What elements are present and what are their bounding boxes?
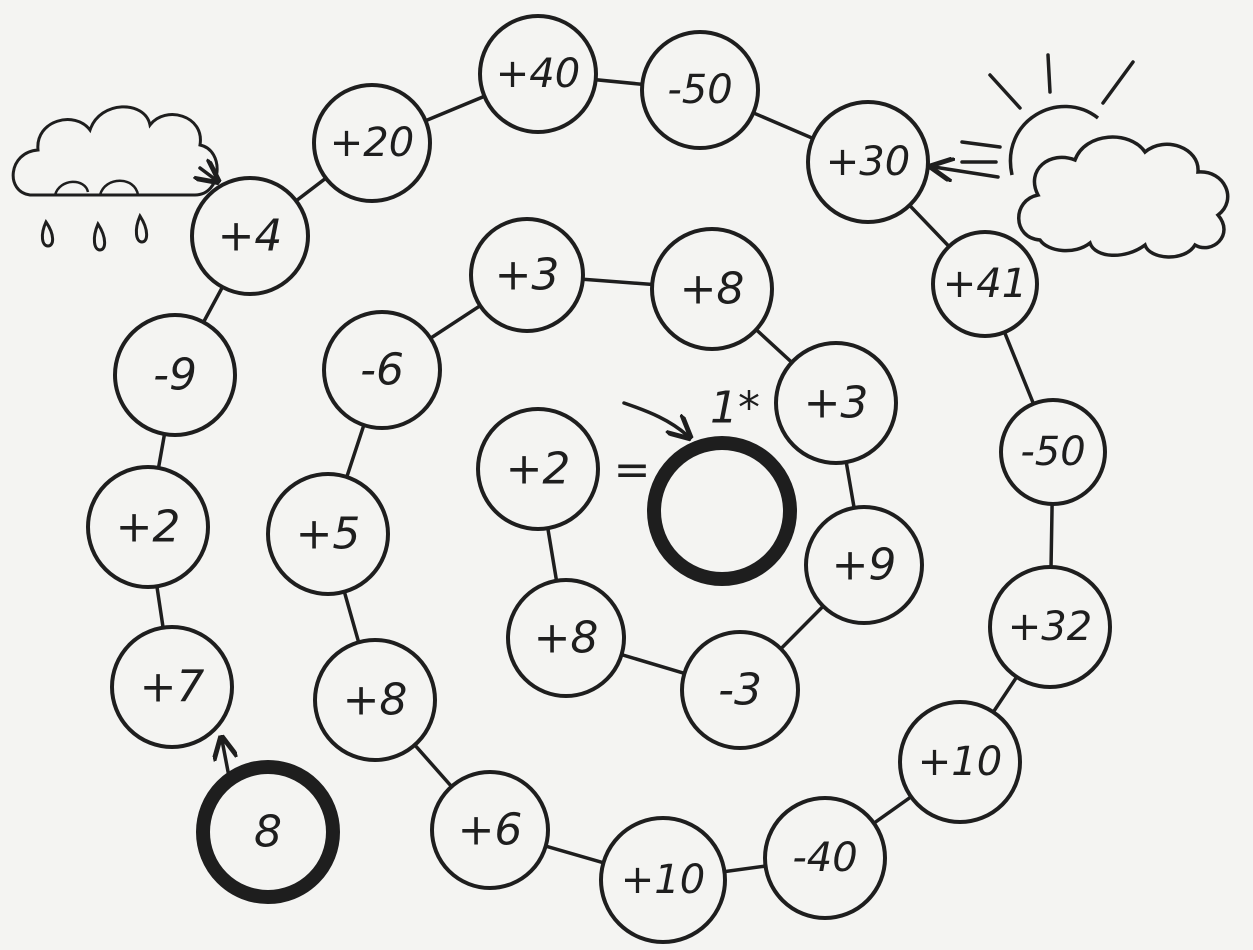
path-node: +8 bbox=[506, 578, 626, 698]
arrow-icon bbox=[622, 401, 688, 436]
path-node-label: +40 bbox=[496, 51, 580, 97]
path-node: -3 bbox=[680, 630, 800, 750]
path-node-label: +30 bbox=[826, 139, 910, 185]
path-node-label: +3 bbox=[495, 250, 560, 301]
path-node: -40 bbox=[763, 796, 887, 920]
path-node-label: +5 bbox=[296, 509, 361, 560]
path-node: +7 bbox=[110, 625, 234, 749]
path-node: +4 bbox=[190, 176, 310, 296]
path-node-label: -50 bbox=[667, 67, 732, 113]
path-node-ring bbox=[774, 341, 898, 465]
path-node-label: +20 bbox=[330, 120, 414, 166]
path-node-label: +7 bbox=[140, 662, 205, 713]
path-nodes: 8 +7 +2 -9 +4 +20 +40 -50 +30 +41 -50 +32 +10 -40 +10 +… bbox=[86, 14, 1112, 944]
path-node-label: +10 bbox=[918, 739, 1002, 785]
path-node-ring bbox=[999, 398, 1107, 506]
path-node-ring bbox=[763, 796, 887, 920]
path-node-label: +3 bbox=[804, 378, 869, 429]
task-marker: 1* bbox=[710, 383, 760, 434]
arrow-icon bbox=[200, 168, 216, 180]
path-node-ring bbox=[898, 700, 1022, 824]
path-node-ring bbox=[478, 14, 598, 134]
path-node: +30 bbox=[806, 100, 930, 224]
arrow-icon bbox=[934, 167, 1000, 177]
path-node: +6 bbox=[430, 770, 550, 890]
path-node: +20 bbox=[312, 83, 432, 203]
path-node: -50 bbox=[640, 30, 760, 150]
path-node-ring bbox=[190, 176, 310, 296]
path-node-label: +8 bbox=[343, 675, 408, 726]
path-node-label: -9 bbox=[153, 350, 197, 401]
path-node-label: +2 bbox=[116, 502, 181, 553]
path-node: +32 bbox=[988, 565, 1112, 689]
path-node: -6 bbox=[322, 310, 442, 430]
path-node: +10 bbox=[599, 816, 727, 944]
raindrop-icon bbox=[92, 220, 107, 252]
path-node: +3 bbox=[469, 217, 585, 333]
path-node-ring bbox=[931, 230, 1039, 338]
path-node-ring bbox=[640, 30, 760, 150]
path-node-label: +4 bbox=[218, 211, 283, 262]
path-node-ring bbox=[313, 638, 437, 762]
path-node-ring bbox=[476, 407, 600, 531]
path-node-label: +9 bbox=[832, 540, 897, 591]
path-node-ring bbox=[988, 565, 1112, 689]
path-node-ring bbox=[430, 770, 550, 890]
path-node-ring bbox=[650, 227, 774, 351]
path-node-ring bbox=[86, 465, 210, 589]
path-node-label: +10 bbox=[621, 857, 705, 903]
path-node-ring bbox=[506, 578, 626, 698]
start-node: 8 bbox=[196, 760, 340, 904]
path-node: +8 bbox=[313, 638, 437, 762]
path-node-label: +32 bbox=[1008, 604, 1092, 650]
path-node-label: +2 bbox=[506, 444, 571, 495]
path-node: +8 bbox=[650, 227, 774, 351]
path-node-ring bbox=[804, 505, 924, 625]
answer-node-ring bbox=[647, 436, 797, 586]
path-node-ring bbox=[113, 313, 237, 437]
sun-behind-cloud-icon bbox=[960, 53, 1230, 259]
path-node-ring bbox=[322, 310, 442, 430]
path-node-ring bbox=[266, 472, 390, 596]
path-node-label: -6 bbox=[360, 345, 404, 396]
path-node-ring bbox=[469, 217, 585, 333]
path-node-label: -3 bbox=[718, 665, 762, 716]
path-node: +5 bbox=[266, 472, 390, 596]
path-node: +2 bbox=[476, 407, 600, 531]
path-node-ring bbox=[806, 100, 930, 224]
path-node: +10 bbox=[898, 700, 1022, 824]
path-node-label: +8 bbox=[534, 613, 599, 664]
path-node-label: +41 bbox=[943, 261, 1027, 307]
path-node: +9 bbox=[804, 505, 924, 625]
path-node-label: -40 bbox=[792, 835, 857, 881]
path-node-ring bbox=[312, 83, 432, 203]
path-node: +41 bbox=[931, 230, 1039, 338]
path-node-label: +8 bbox=[680, 264, 745, 315]
path-node: +40 bbox=[478, 14, 598, 134]
path-node-ring bbox=[680, 630, 800, 750]
path-node-label: -50 bbox=[1020, 429, 1085, 475]
raindrop-icon bbox=[40, 218, 55, 248]
path-node-ring bbox=[599, 816, 727, 944]
answer-node bbox=[647, 436, 797, 586]
path-node-label: +6 bbox=[458, 805, 523, 856]
equals-sign: = bbox=[614, 445, 651, 496]
path-node: -9 bbox=[113, 313, 237, 437]
start-node-label: 8 bbox=[254, 807, 282, 858]
path-node: +2 bbox=[86, 465, 210, 589]
raindrop-icon bbox=[134, 212, 149, 244]
path-node: -50 bbox=[999, 398, 1107, 506]
rain-cloud-icon bbox=[11, 105, 219, 252]
start-node-ring bbox=[196, 760, 340, 904]
path-node-ring bbox=[110, 625, 234, 749]
path-node: +3 bbox=[774, 341, 898, 465]
